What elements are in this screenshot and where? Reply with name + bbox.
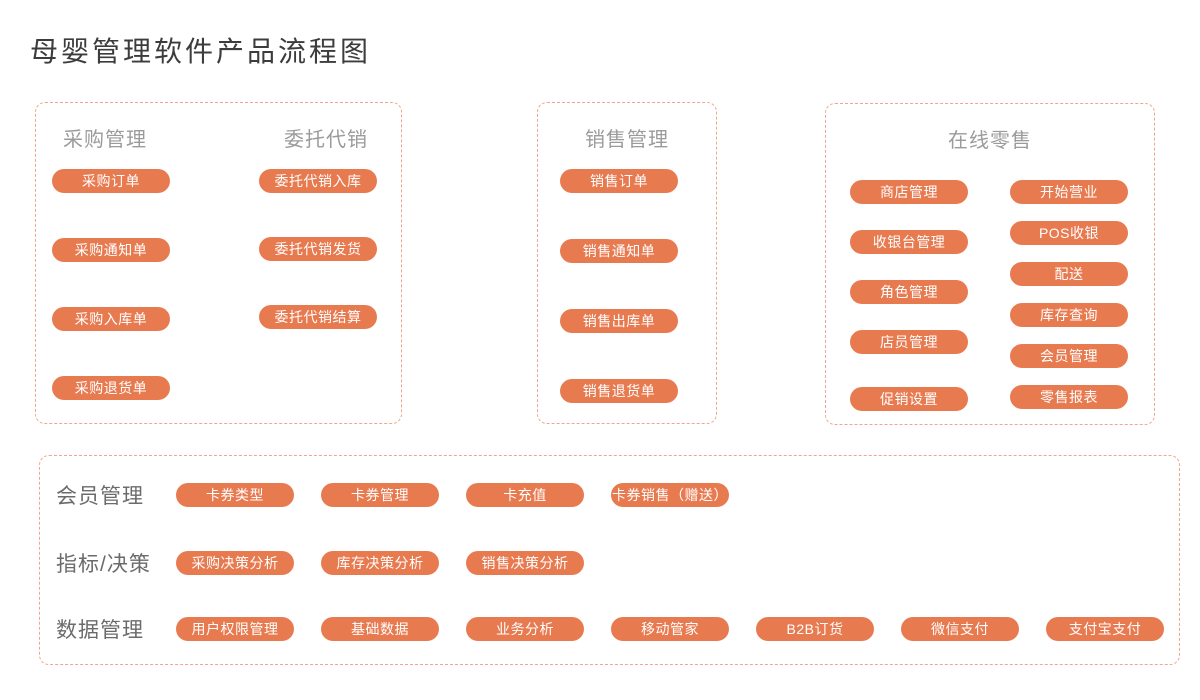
- pill-item[interactable]: 开始营业: [1010, 180, 1128, 204]
- pill-item[interactable]: 销售决策分析: [466, 551, 584, 575]
- section-header-sales: 销售管理: [585, 129, 669, 151]
- pill-item[interactable]: 采购订单: [52, 169, 170, 193]
- pill-row-member-management: 卡券类型 卡券管理 卡充值 卡券销售（赠送）: [176, 483, 729, 507]
- pill-item[interactable]: 配送: [1010, 262, 1128, 286]
- pill-item[interactable]: 收银台管理: [850, 230, 968, 254]
- pill-item[interactable]: 角色管理: [850, 280, 968, 304]
- section-header-online-retail: 在线零售: [948, 130, 1032, 152]
- pill-item[interactable]: 移动管家: [611, 617, 729, 641]
- page-title: 母婴管理软件产品流程图: [30, 36, 372, 67]
- panel-purchase-consignment: 采购管理 委托代销 采购订单采购通知单采购入库单采购退货单 委托代销入库委托代销…: [35, 102, 402, 424]
- pill-item[interactable]: POS收银: [1010, 221, 1128, 245]
- pill-item[interactable]: 库存决策分析: [321, 551, 439, 575]
- row-label-data-management: 数据管理: [56, 619, 144, 642]
- pill-item[interactable]: 采购退货单: [52, 376, 170, 400]
- pill-item[interactable]: 支付宝支付: [1046, 617, 1164, 641]
- pill-item[interactable]: 采购通知单: [52, 238, 170, 262]
- pill-item[interactable]: 委托代销发货: [259, 237, 377, 261]
- pill-item[interactable]: 卡券销售（赠送）: [611, 483, 729, 507]
- pill-column-sales: 销售订单销售通知单销售出库单销售退货单: [560, 169, 678, 403]
- pill-column-retail-left: 商店管理收银台管理角色管理店员管理促销设置: [850, 180, 968, 411]
- pill-item[interactable]: 基础数据: [321, 617, 439, 641]
- panel-online-retail: 在线零售 商店管理收银台管理角色管理店员管理促销设置 开始营业 POS收银配送库存…: [825, 103, 1155, 425]
- pill-item[interactable]: 会员管理: [1010, 344, 1128, 368]
- pill-item[interactable]: 商店管理: [850, 180, 968, 204]
- pill-column-purchase: 采购订单采购通知单采购入库单采购退货单: [52, 169, 170, 400]
- pill-item[interactable]: 零售报表: [1010, 385, 1128, 409]
- pill-row-data-management: 用户权限管理 基础数据 业务分析 移动管家 B2B订货 微信支付 支付宝支付: [176, 617, 1164, 641]
- row-member-management: 会员管理 卡券类型 卡券管理 卡充值 卡券销售（赠送）: [56, 480, 729, 510]
- pill-item[interactable]: 委托代销入库: [259, 169, 377, 193]
- pill-item[interactable]: 卡券管理: [321, 483, 439, 507]
- row-label-metrics-decision: 指标/决策: [56, 553, 151, 576]
- pill-item[interactable]: B2B订货: [756, 617, 874, 641]
- pill-item[interactable]: 销售出库单: [560, 309, 678, 333]
- pill-item[interactable]: 促销设置: [850, 387, 968, 411]
- pill-item[interactable]: 采购入库单: [52, 307, 170, 331]
- panel-bottom: 会员管理 卡券类型 卡券管理 卡充值 卡券销售（赠送） 指标/决策 采购决策分析 库存决…: [39, 455, 1180, 665]
- pill-item[interactable]: 销售订单: [560, 169, 678, 193]
- pill-item[interactable]: 库存查询: [1010, 303, 1128, 327]
- pill-column-retail-right: 开始营业 POS收银配送库存查询会员管理零售报表: [1010, 180, 1128, 409]
- panel-sales: 销售管理 销售订单销售通知单销售出库单销售退货单: [537, 102, 717, 424]
- pill-item[interactable]: 业务分析: [466, 617, 584, 641]
- pill-item[interactable]: 微信支付: [901, 617, 1019, 641]
- pill-item[interactable]: 采购决策分析: [176, 551, 294, 575]
- pill-item[interactable]: 委托代销结算: [259, 305, 377, 329]
- pill-item[interactable]: 店员管理: [850, 330, 968, 354]
- pill-item[interactable]: 卡充值: [466, 483, 584, 507]
- pill-item[interactable]: 销售退货单: [560, 379, 678, 403]
- section-header-purchase: 采购管理: [63, 129, 147, 151]
- pill-item[interactable]: 用户权限管理: [176, 617, 294, 641]
- pill-row-metrics-decision: 采购决策分析 库存决策分析 销售决策分析: [176, 551, 584, 575]
- row-label-member-management: 会员管理: [56, 485, 144, 508]
- pill-item[interactable]: 销售通知单: [560, 239, 678, 263]
- section-header-consignment: 委托代销: [284, 129, 368, 151]
- row-metrics-decision: 指标/决策 采购决策分析 库存决策分析 销售决策分析: [56, 548, 584, 578]
- pill-item[interactable]: 卡券类型: [176, 483, 294, 507]
- row-data-management: 数据管理 用户权限管理 基础数据 业务分析 移动管家 B2B订货 微信支付 支付宝支付: [56, 614, 1164, 644]
- pill-column-consignment: 委托代销入库委托代销发货委托代销结算: [259, 169, 377, 329]
